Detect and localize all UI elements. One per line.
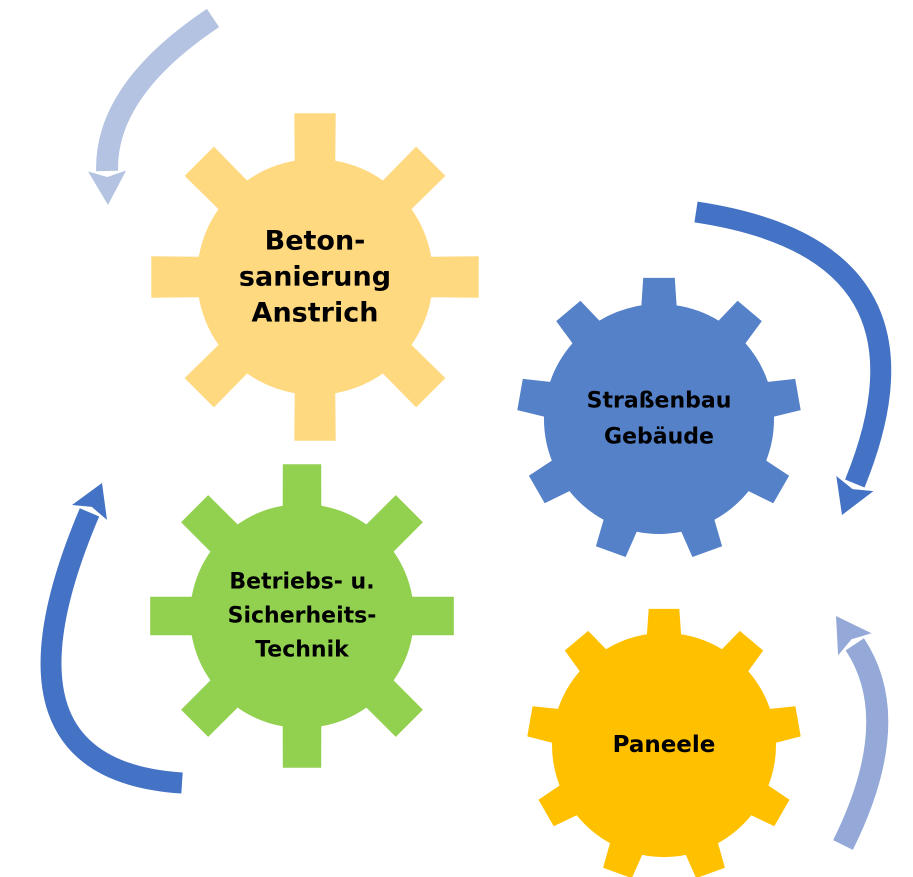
arrow-right-head <box>836 476 874 515</box>
arrow-left-head <box>72 483 107 520</box>
gear-strassenbau-label-line: Straßenbau <box>587 389 732 414</box>
arrow-top-left <box>88 8 220 205</box>
gear-beton-label-line: sanierung <box>239 262 391 293</box>
gear-betriebs-label-line: Technik <box>255 638 350 663</box>
gear-strassenbau-shape <box>517 277 801 557</box>
gear-betriebs-shape <box>150 464 454 768</box>
arrow-top-left-head <box>88 170 127 205</box>
arrow-bottom-right-shaft <box>833 638 889 850</box>
gear-betriebs-label-line: Betriebs- u. <box>229 570 374 595</box>
gear-paneele-shape <box>527 608 801 877</box>
arrow-right <box>694 201 892 515</box>
arrow-left-shaft <box>40 508 183 794</box>
arrow-top-left-shaft <box>96 8 220 172</box>
arrow-bottom-right-head <box>836 616 872 656</box>
gear-betriebs-label-line: Sicherheits- <box>228 604 377 629</box>
gears: Beton-sanierungAnstrichStraßenbauGebäude… <box>150 113 801 877</box>
gear-paneele-label-line: Paneele <box>613 732 716 758</box>
gear-beton-label-line: Beton- <box>265 226 366 257</box>
gear-paneele: Paneele <box>527 608 801 877</box>
gear-beton-label-line: Anstrich <box>252 298 379 329</box>
arrow-bottom-right <box>833 616 889 850</box>
gear-beton-shape <box>151 113 479 441</box>
cycle-arrows <box>40 8 892 850</box>
gear-strassenbau-label-line: Gebäude <box>604 425 714 450</box>
gear-betriebs: Betriebs- u. Sicherheits- Technik <box>150 464 454 768</box>
arrow-right-shaft <box>694 201 892 488</box>
arrow-left <box>40 483 183 794</box>
